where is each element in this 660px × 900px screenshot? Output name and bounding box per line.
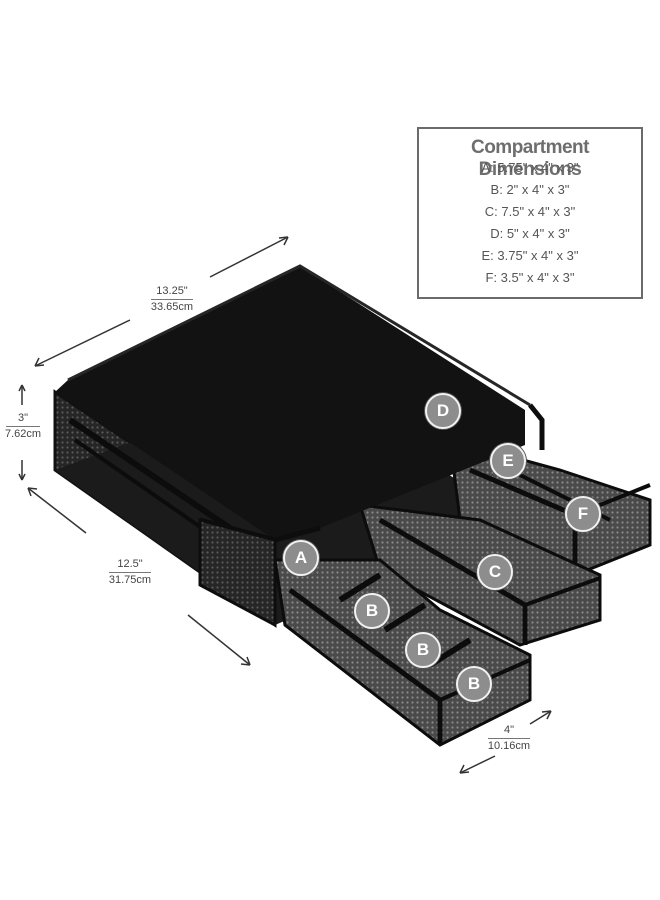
height-dimension-label: 3" 7.62cm: [2, 412, 44, 441]
depth-dimension-label: 12.5" 31.75cm: [98, 558, 162, 587]
width-inches: 13.25": [156, 285, 188, 297]
legend-line-c: C: 7.5" x 4" x 3": [484, 204, 576, 219]
badge-e: E: [490, 443, 526, 479]
divider: [488, 738, 530, 739]
legend-line-f: F: 3.5" x 4" x 3": [485, 270, 575, 285]
legend-title: Compartment Dimensions: [470, 137, 590, 180]
top-panel: [55, 266, 525, 540]
height-cm: 7.62cm: [4, 428, 42, 440]
badge-c: C: [477, 554, 513, 590]
drawer-inches: 4": [503, 724, 515, 736]
badge-d: D: [425, 393, 461, 429]
legend-line-e: E: 3.75" x 4" x 3": [481, 248, 579, 263]
badge-a: A: [283, 540, 319, 576]
badge-b-3: B: [456, 666, 492, 702]
drawer-dimension-label: 4" 10.16cm: [477, 724, 541, 753]
legend-line-d: D: 5" x 4" x 3": [490, 226, 570, 241]
badge-f: F: [565, 496, 601, 532]
badge-b-2: B: [405, 632, 441, 668]
legend-line-a: A: 5.75" x 4" x 3": [481, 160, 579, 175]
depth-cm: 31.75cm: [108, 574, 152, 586]
divider: [151, 299, 193, 300]
depth-inches: 12.5": [117, 558, 143, 570]
divider: [6, 426, 40, 427]
height-inches: 3": [17, 412, 29, 424]
compartment-dimensions-box: Compartment Dimensions A: 5.75" x 4" x 3…: [417, 127, 643, 299]
front-mini-drawer: [198, 518, 277, 628]
width-cm: 33.65cm: [150, 301, 194, 313]
legend-line-b: B: 2" x 4" x 3": [490, 182, 570, 197]
divider: [109, 572, 151, 573]
drawer-cm: 10.16cm: [487, 740, 531, 752]
width-dimension-label: 13.25" 33.65cm: [140, 285, 204, 314]
badge-b-1: B: [354, 593, 390, 629]
